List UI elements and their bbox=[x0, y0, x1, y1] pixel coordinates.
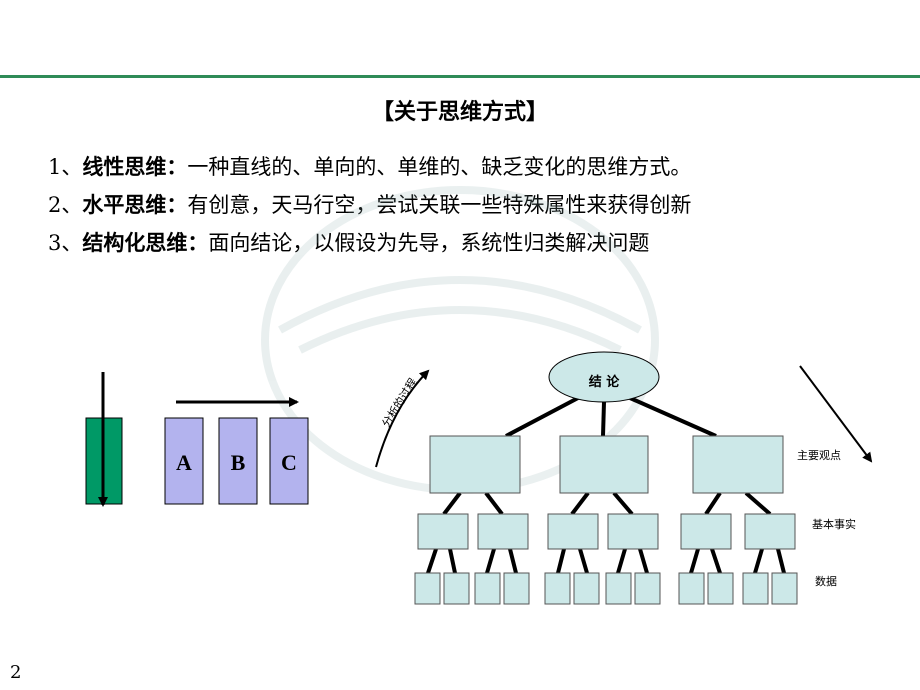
definition-horizontal: 2、水平思维：有创意，天马行空，尝试关联一些特殊属性来获得创新 bbox=[48, 186, 691, 224]
item-term: 结构化思维： bbox=[82, 230, 209, 255]
item-term: 水平思维： bbox=[82, 192, 188, 217]
page-number: 2 bbox=[10, 662, 22, 683]
box-c-label: C bbox=[281, 450, 297, 475]
top-rule bbox=[0, 75, 920, 78]
process-arrow bbox=[375, 369, 430, 468]
item-desc: 面向结论，以假设为先导，系统性归类解决问题 bbox=[208, 231, 650, 255]
box-b-label: B bbox=[231, 450, 246, 475]
item-number: 2、 bbox=[48, 193, 83, 217]
slide-title: 【关于思维方式】 bbox=[371, 99, 548, 125]
box-c bbox=[269, 417, 309, 505]
item-number: 1、 bbox=[48, 155, 83, 179]
label-data: 数据 bbox=[815, 574, 837, 588]
level1-nodes bbox=[429, 435, 784, 494]
item-desc: 一种直线的、单向的、单维的、缺乏变化的思维方式。 bbox=[187, 155, 692, 179]
item-number: 3、 bbox=[48, 231, 83, 255]
level2-nodes bbox=[417, 513, 796, 550]
item-desc: 有创意，天马行空，尝试关联一些特殊属性来获得创新 bbox=[187, 193, 692, 217]
tree-connectors bbox=[426, 396, 786, 574]
label-main-points: 主要观点 bbox=[797, 449, 841, 462]
definition-list: 1、线性思维：一种直线的、单向的、单维的、缺乏变化的思维方式。 2、水平思维：有… bbox=[48, 148, 691, 262]
diagonal-arrow bbox=[799, 365, 873, 463]
root-label: 结 论 bbox=[589, 374, 621, 390]
box-a-label: A bbox=[176, 450, 192, 475]
root-node bbox=[548, 351, 660, 403]
definition-linear: 1、线性思维：一种直线的、单向的、单维的、缺乏变化的思维方式。 bbox=[48, 148, 691, 186]
box-a bbox=[164, 417, 204, 505]
item-term: 线性思维： bbox=[82, 154, 188, 179]
process-label: 分析的过程 bbox=[379, 376, 420, 430]
box-b bbox=[218, 417, 258, 505]
label-basic-facts: 基本事实 bbox=[812, 517, 856, 531]
level3-nodes bbox=[414, 572, 798, 605]
definition-structured: 3、结构化思维：面向结论，以假设为先导，系统性归类解决问题 bbox=[48, 224, 691, 262]
